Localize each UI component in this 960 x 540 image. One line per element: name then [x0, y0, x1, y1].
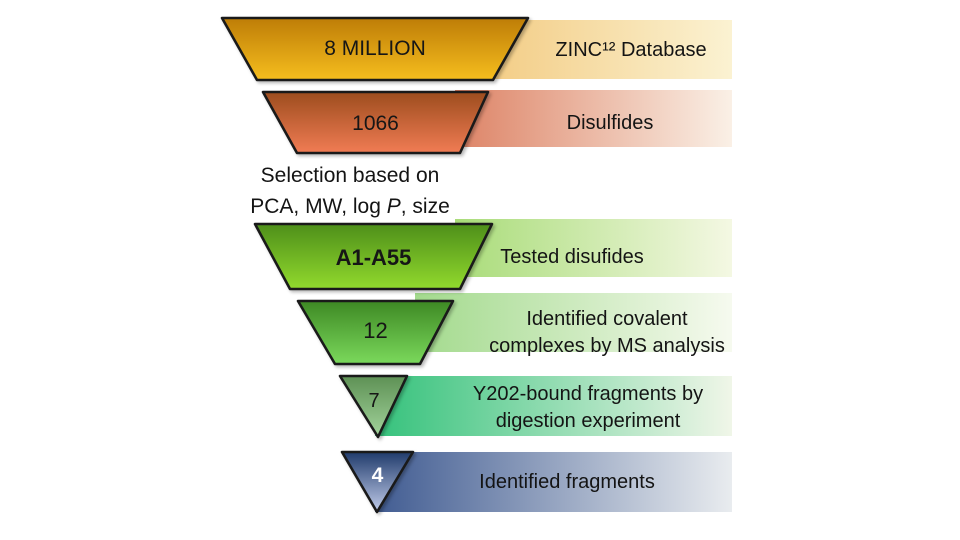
annotation-line2-suffix: , size — [400, 195, 450, 218]
stage-1-trapezoid — [220, 16, 530, 82]
stage-5-label: Y202-bound fragments by digestion experi… — [423, 380, 753, 435]
stage-5-count: 7 — [368, 390, 380, 412]
stage-6-bar — [375, 452, 732, 512]
stage-1-count: 8 MILLION — [324, 37, 426, 61]
annotation-line2-italic-p: P — [386, 195, 401, 218]
stage-3-count: A1-A55 — [335, 245, 412, 271]
stage-5-triangle — [338, 374, 409, 439]
stage-1-bar — [490, 20, 732, 79]
stage-2-count: 1066 — [352, 111, 399, 135]
stage-4-label-line1: Identified covalent — [526, 308, 688, 330]
annotation-line2-prefix: PCA, MW, log — [250, 195, 387, 218]
stage-4-trapezoid — [296, 299, 455, 366]
stage-2-label: Disulfides — [566, 111, 654, 134]
stage-3-label: Tested disufides — [500, 246, 644, 268]
stage-5-label-line1: Y202-bound fragments by — [472, 382, 704, 405]
selection-annotation-line2: PCA, MW, log P, size — [210, 191, 490, 222]
stage-4-label: Identified covalent complexes by MS anal… — [447, 305, 767, 361]
stage-4-count: 12 — [363, 318, 388, 344]
stage-5-label-line2: digestion experiment — [495, 409, 681, 432]
stage-2-trapezoid — [261, 90, 490, 155]
selection-annotation-line1: Selection based on — [260, 164, 440, 187]
stage-6-triangle — [340, 450, 415, 514]
stage-4-bar — [415, 293, 732, 352]
stage-3-bar — [455, 219, 732, 277]
stage-3-trapezoid — [253, 222, 494, 291]
selection-annotation: Selection based on PCA, MW, log P, size — [210, 160, 490, 222]
stage-6-count: 4 — [371, 464, 384, 488]
stage-1-label: ZINC¹² Database — [555, 38, 707, 61]
stage-5-bar — [375, 376, 732, 436]
stage-2-bar — [455, 90, 732, 147]
stage-6-label: Identified fragments — [479, 471, 655, 493]
stage-4-label-line2: complexes by MS analysis — [489, 335, 725, 357]
